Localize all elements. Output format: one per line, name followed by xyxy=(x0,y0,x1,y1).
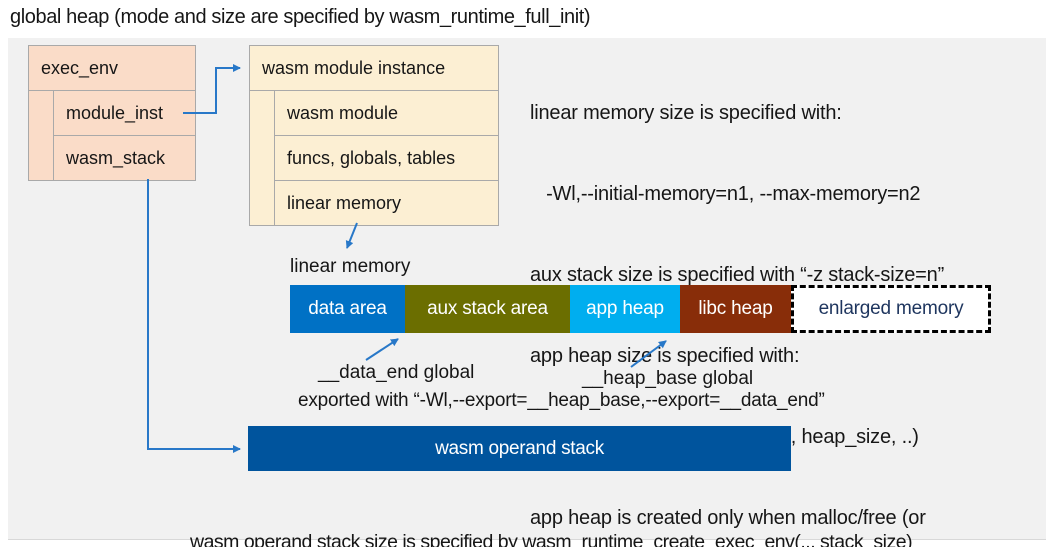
exec-env-row-module-inst: module_inst xyxy=(54,91,195,136)
memory-segment-label: enlarged memory xyxy=(818,298,964,319)
note-line: -Wl,--initial-memory=n1, --max-memory=n2 xyxy=(530,183,921,205)
data-end-global-label: __data_end global xyxy=(318,362,475,383)
operand-stack-notes: wasm operand stack size is specified by … xyxy=(190,480,913,547)
module-instance-row-linear-memory: linear memory xyxy=(287,192,402,213)
module-instance-row-wasm-module: wasm module xyxy=(275,91,498,136)
memory-segment-aux-stack-area: aux stack area xyxy=(405,285,570,333)
memory-segment-label: app heap xyxy=(586,298,664,319)
exported-with-label: exported with “-Wl,--export=__heap_base,… xyxy=(298,390,825,411)
module-instance-header: wasm module instance xyxy=(250,46,498,91)
wasm-operand-stack-label: wasm operand stack xyxy=(435,437,604,459)
exec-env-body: module_inst wasm_stack xyxy=(53,91,195,180)
linear-memory-label: linear memory xyxy=(290,256,411,277)
note-line: wasm operand stack size is specified by … xyxy=(190,531,913,547)
module-instance-box: wasm module instance wasm module funcs, … xyxy=(249,45,499,226)
note-line: app heap size is specified with: xyxy=(530,345,800,367)
note-line: linear memory size is specified with: xyxy=(530,102,842,124)
exec-env-box: exec_env module_inst wasm_stack xyxy=(28,45,196,181)
diagram-title: global heap (mode and size are specified… xyxy=(10,6,591,28)
note-line: app heap is created only when malloc/fre… xyxy=(530,507,926,529)
memory-segment-app-heap: app heap xyxy=(570,285,680,333)
memory-segment-enlarged-memory: enlarged memory xyxy=(791,285,991,333)
heap-base-global-label: __heap_base global xyxy=(582,368,754,389)
exec-env-row-wasm-stack: wasm_stack xyxy=(66,147,166,168)
wasm-operand-stack-bar: wasm operand stack xyxy=(248,426,791,471)
memory-segment-label: data area xyxy=(308,298,387,319)
memory-segment-data-area: data area xyxy=(290,285,405,333)
linear-memory-bar: data area aux stack area app heap libc h… xyxy=(290,285,991,333)
memory-segment-libc-heap: libc heap xyxy=(680,285,791,333)
memory-segment-label: aux stack area xyxy=(427,298,548,319)
note-line: aux stack size is specified with “-z sta… xyxy=(530,264,945,286)
memory-segment-label: libc heap xyxy=(698,298,773,319)
module-instance-body: wasm module funcs, globals, tables linea… xyxy=(274,91,498,225)
module-instance-row-funcs-globals-tables: funcs, globals, tables xyxy=(275,136,498,181)
exec-env-header: exec_env xyxy=(29,46,195,91)
